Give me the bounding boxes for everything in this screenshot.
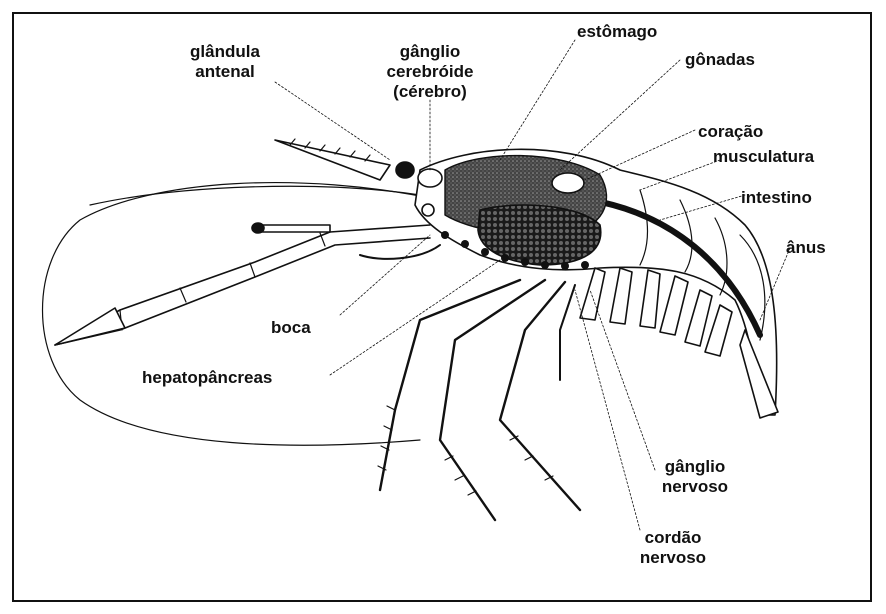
brain-ganglion [418, 169, 442, 187]
label-musculatura: musculatura [713, 147, 814, 167]
label-cordao-nervoso: cordão nervoso [623, 528, 723, 568]
label-ganglio-cerebroide-line1: gânglio [365, 42, 495, 62]
walking-leg-4 [560, 285, 575, 380]
label-intestino: intestino [741, 188, 812, 208]
walking-leg-3 [500, 282, 580, 510]
label-cordao-nervoso-line1: cordão [623, 528, 723, 548]
label-ganglio-nervoso: gânglio nervoso [645, 457, 745, 497]
label-estomago: estômago [577, 22, 657, 42]
label-boca: boca [271, 318, 311, 338]
label-glandula-antenal-line2: antenal [165, 62, 285, 82]
rostrum [275, 140, 390, 180]
label-gonadas: gônadas [685, 50, 755, 70]
antenna-flagellum-lower [43, 183, 441, 446]
antenna-flagellum-upper [90, 186, 420, 205]
label-glandula-antenal-line1: glândula [165, 42, 285, 62]
label-coracao: coração [698, 122, 763, 142]
label-ganglio-cerebroide: gânglio cerebróide (cérebro) [365, 42, 495, 102]
label-ganglio-cerebroide-line2: cerebróide [365, 62, 495, 82]
heart-organ [552, 173, 584, 193]
label-ganglio-cerebroide-line3: (cérebro) [365, 82, 495, 102]
label-glandula-antenal: glândula antenal [165, 42, 285, 82]
label-hepatopancreas: hepatopâncreas [142, 368, 272, 388]
label-ganglio-nervoso-line1: gânglio [645, 457, 745, 477]
walking-leg-2 [440, 280, 545, 520]
label-ganglio-nervoso-line2: nervoso [645, 477, 745, 497]
label-anus: ânus [786, 238, 826, 258]
maxilliped [360, 245, 440, 259]
label-cordao-nervoso-line2: nervoso [623, 548, 723, 568]
antennal-gland [396, 162, 414, 178]
